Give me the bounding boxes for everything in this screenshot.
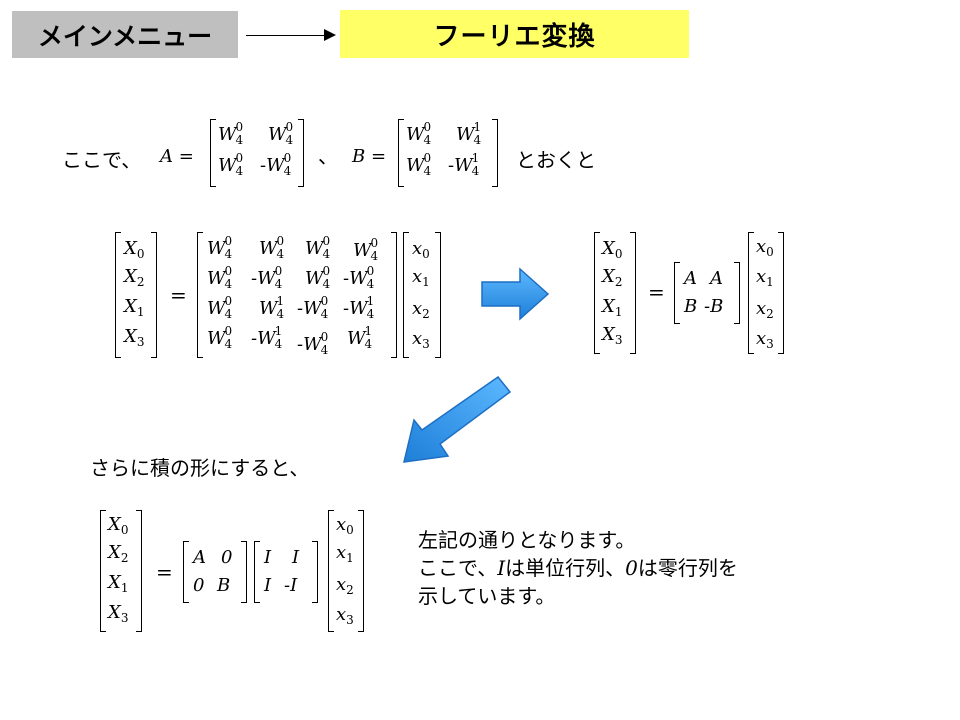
intro-prefix: ここで、 [62,148,142,172]
equals-sign: = [170,283,187,307]
matrix-block-diag: A 0 0 B [183,541,247,603]
vector-X-reordered-compact: X0 X2 X1 X3 [594,232,636,354]
vector-x-final: x0 x1 x2 x3 [328,510,364,632]
description-line-2: ここで、Iは単位行列、0は零行列を [418,556,738,580]
vector-X-reordered-final: X0 X2 X1 X3 [100,510,142,632]
matrix-identity-block: I I I -I [254,541,318,603]
matrix-b-label: B = [352,146,387,167]
equals-sign: = [648,280,665,304]
right-arrow-icon [481,267,550,321]
description-line-3: 示しています。 [418,584,556,608]
intro-separator: 、 [318,144,338,168]
description: 左記の通りとなります。 ここで、Iは単位行列、0は零行列を 示しています。 [418,526,738,610]
page-title: フーリエ変換 [340,10,689,58]
description-line-1: 左記の通りとなります。 [418,528,636,552]
vector-X-reordered: X0 X2 X1 X3 [115,232,157,358]
down-left-arrow-icon [403,375,512,463]
section2-text: さらに積の形にすると、 [90,456,310,480]
main-menu-button[interactable]: メインメニュー [12,11,238,58]
vector-x: x0 x1 x2 x3 [403,232,441,358]
vector-x-compact: x0 x1 x2 x3 [748,232,784,354]
intro-suffix: とおくと [516,148,596,172]
matrix-AB: A A B -B [674,262,740,324]
matrix-a-label: A = [160,146,194,167]
equals-sign: = [156,560,173,584]
connector-line [246,35,328,36]
connector-arrow-icon [324,29,336,41]
